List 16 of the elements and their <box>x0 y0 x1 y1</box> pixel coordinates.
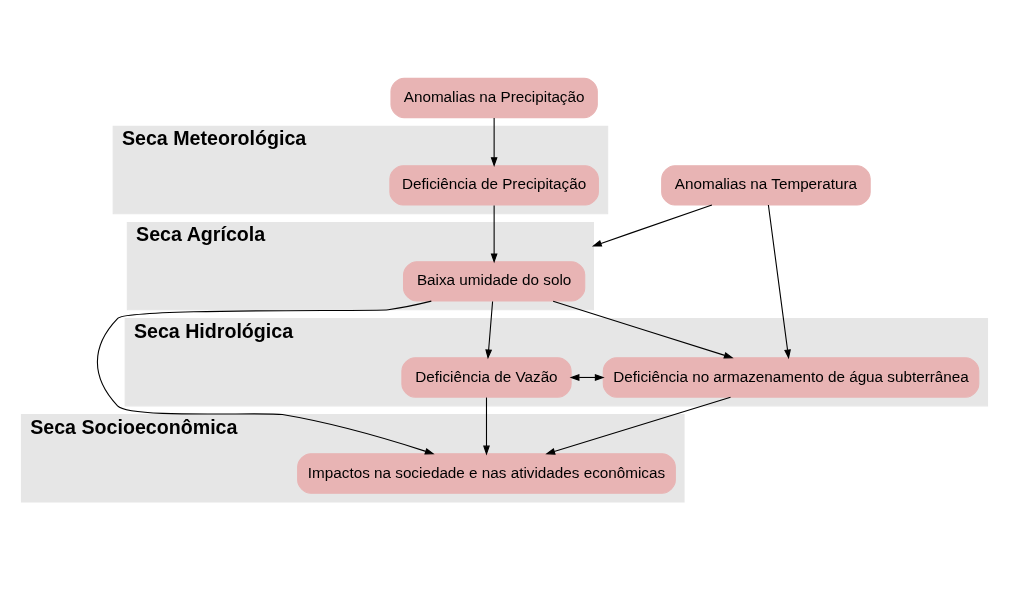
node-box: Deficiência de Vazão <box>401 357 572 398</box>
arrow <box>483 397 490 456</box>
node-box: Impactos na sociedade e nas atividades econômicas <box>297 453 676 494</box>
node-box: Baixa umidade do solo <box>403 261 586 302</box>
node-box: Deficiência de Precipitação <box>389 165 599 206</box>
node-box: Deficiência no armazenamento de água subterrânea <box>602 357 980 398</box>
arrow <box>485 300 494 360</box>
arrow <box>490 117 498 168</box>
arrow <box>545 396 732 455</box>
arrow <box>591 204 713 247</box>
node-box: Anomalias na Precipitação <box>390 77 598 119</box>
arrow <box>767 204 791 360</box>
arrow <box>96 300 435 455</box>
arrow <box>552 300 734 359</box>
node-box: Anomalias na Temperatura <box>661 165 871 206</box>
arrow <box>490 204 498 264</box>
